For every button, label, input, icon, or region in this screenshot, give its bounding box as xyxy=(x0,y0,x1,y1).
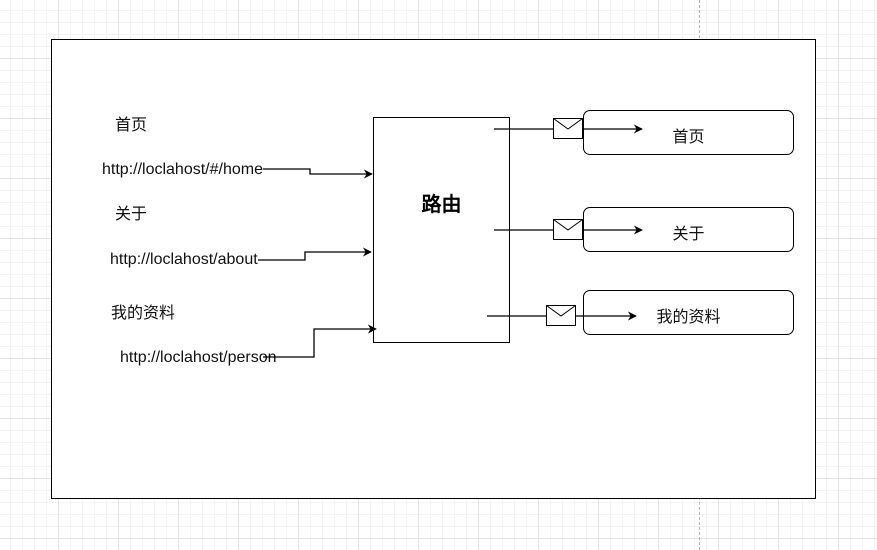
page-label-about: 关于 xyxy=(672,224,705,243)
router-box[interactable]: 路由 xyxy=(373,117,510,343)
input-label-about: 关于 xyxy=(115,204,148,223)
page-box-home[interactable]: 首页 xyxy=(583,110,794,155)
connector-home-to-router xyxy=(263,168,373,179)
connector-person-to-router xyxy=(263,324,377,358)
envelope-icon xyxy=(553,219,583,240)
envelope-icon xyxy=(546,305,576,326)
envelope-icon xyxy=(553,118,583,139)
input-label-home: 首页 xyxy=(115,115,148,134)
input-url-person: http://loclahost/person xyxy=(120,349,277,366)
page-label-person: 我的资料 xyxy=(656,307,721,326)
input-url-about: http://loclahost/about xyxy=(110,251,258,268)
page-box-person[interactable]: 我的资料 xyxy=(583,290,794,335)
connector-about-to-router xyxy=(258,247,372,261)
router-title: 路由 xyxy=(421,192,462,216)
page-label-home: 首页 xyxy=(672,127,705,146)
input-label-person: 我的资料 xyxy=(111,303,176,322)
input-url-home: http://loclahost/#/home xyxy=(102,161,263,178)
